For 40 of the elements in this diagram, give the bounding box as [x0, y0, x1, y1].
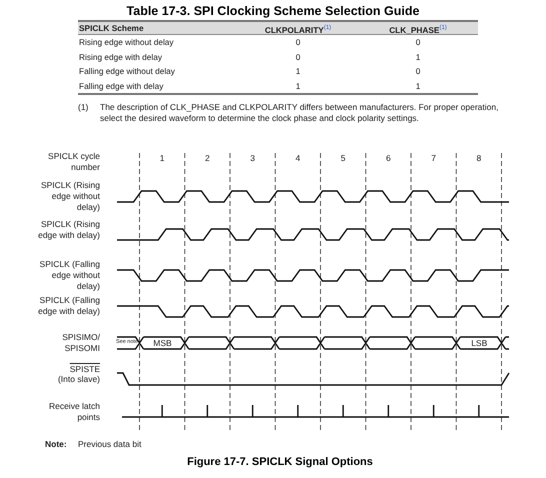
cycle-number: 3 [249, 153, 256, 164]
header-cell: SPICLK Scheme [78, 22, 238, 35]
signal-label: SPICLK (Falling edge with delay) [37, 295, 100, 317]
note-text: Previous data bit [78, 439, 142, 450]
cycle-number: 8 [476, 153, 482, 164]
data-label: LSB [470, 338, 488, 349]
header-cell: CLKPOLARITY$^{(1)}$ [238, 22, 358, 35]
table-cell-text: 0 [294, 36, 302, 49]
table-cell-text: 1 [414, 80, 422, 92]
note-label: Note: [45, 439, 68, 450]
cycle-number: 6 [385, 153, 392, 164]
table-cell-text: 1 [294, 65, 302, 78]
table-cell-text: 0 [294, 50, 302, 64]
signal-label: SPICLK (Rising edge without delay) [40, 180, 100, 213]
figure-caption: Figure 17-7. SPICLK Signal Options [186, 456, 374, 468]
signal-label: SPISTE [68, 364, 100, 375]
cycle-number: 5 [340, 153, 346, 164]
data-label: MSB [152, 338, 173, 349]
cycle-number: 2 [204, 153, 211, 164]
row-label: SPICLK cycle number [47, 151, 100, 173]
header-cell: CLK_PHASE$^{(1)}$ [358, 22, 478, 35]
signal-label: Receive latch points [48, 401, 100, 423]
signal-label: SPISIMO/ SPISOMI [61, 332, 100, 354]
table-cell-text: Falling edge with delay [78, 80, 164, 93]
table-cell-text: 0 [414, 36, 422, 49]
cycle-number: 7 [430, 153, 437, 164]
footnote-number: (1) [78, 102, 90, 113]
table-cell-text: 1 [294, 80, 302, 92]
signal-label: (Into slave) [56, 374, 100, 385]
footnote-text: The description of CLK_PHASE and CLKPOLARITY differs between manufacturers. For proper operation, select the desired waveform to determine the clock phase and clock polarity settings. [100, 102, 500, 123]
table-cell-text: Rising edge with delay [78, 50, 164, 64]
cycle-number: 1 [158, 153, 166, 164]
signal-label: SPICLK (Rising edge with delay) [37, 219, 100, 241]
table-cell-text: 1 [414, 50, 422, 64]
table-cell-text: Falling edge without delay [78, 65, 176, 78]
table-title: Table 17-3. SPI Clocking Scheme Selection Guide [126, 4, 420, 18]
cycle-number: 4 [294, 153, 302, 164]
table-cell-text: 0 [414, 65, 422, 78]
table-cell-text: Rising edge without delay [78, 36, 175, 49]
signal-label: SPICLK (Falling edge without delay) [38, 259, 100, 292]
